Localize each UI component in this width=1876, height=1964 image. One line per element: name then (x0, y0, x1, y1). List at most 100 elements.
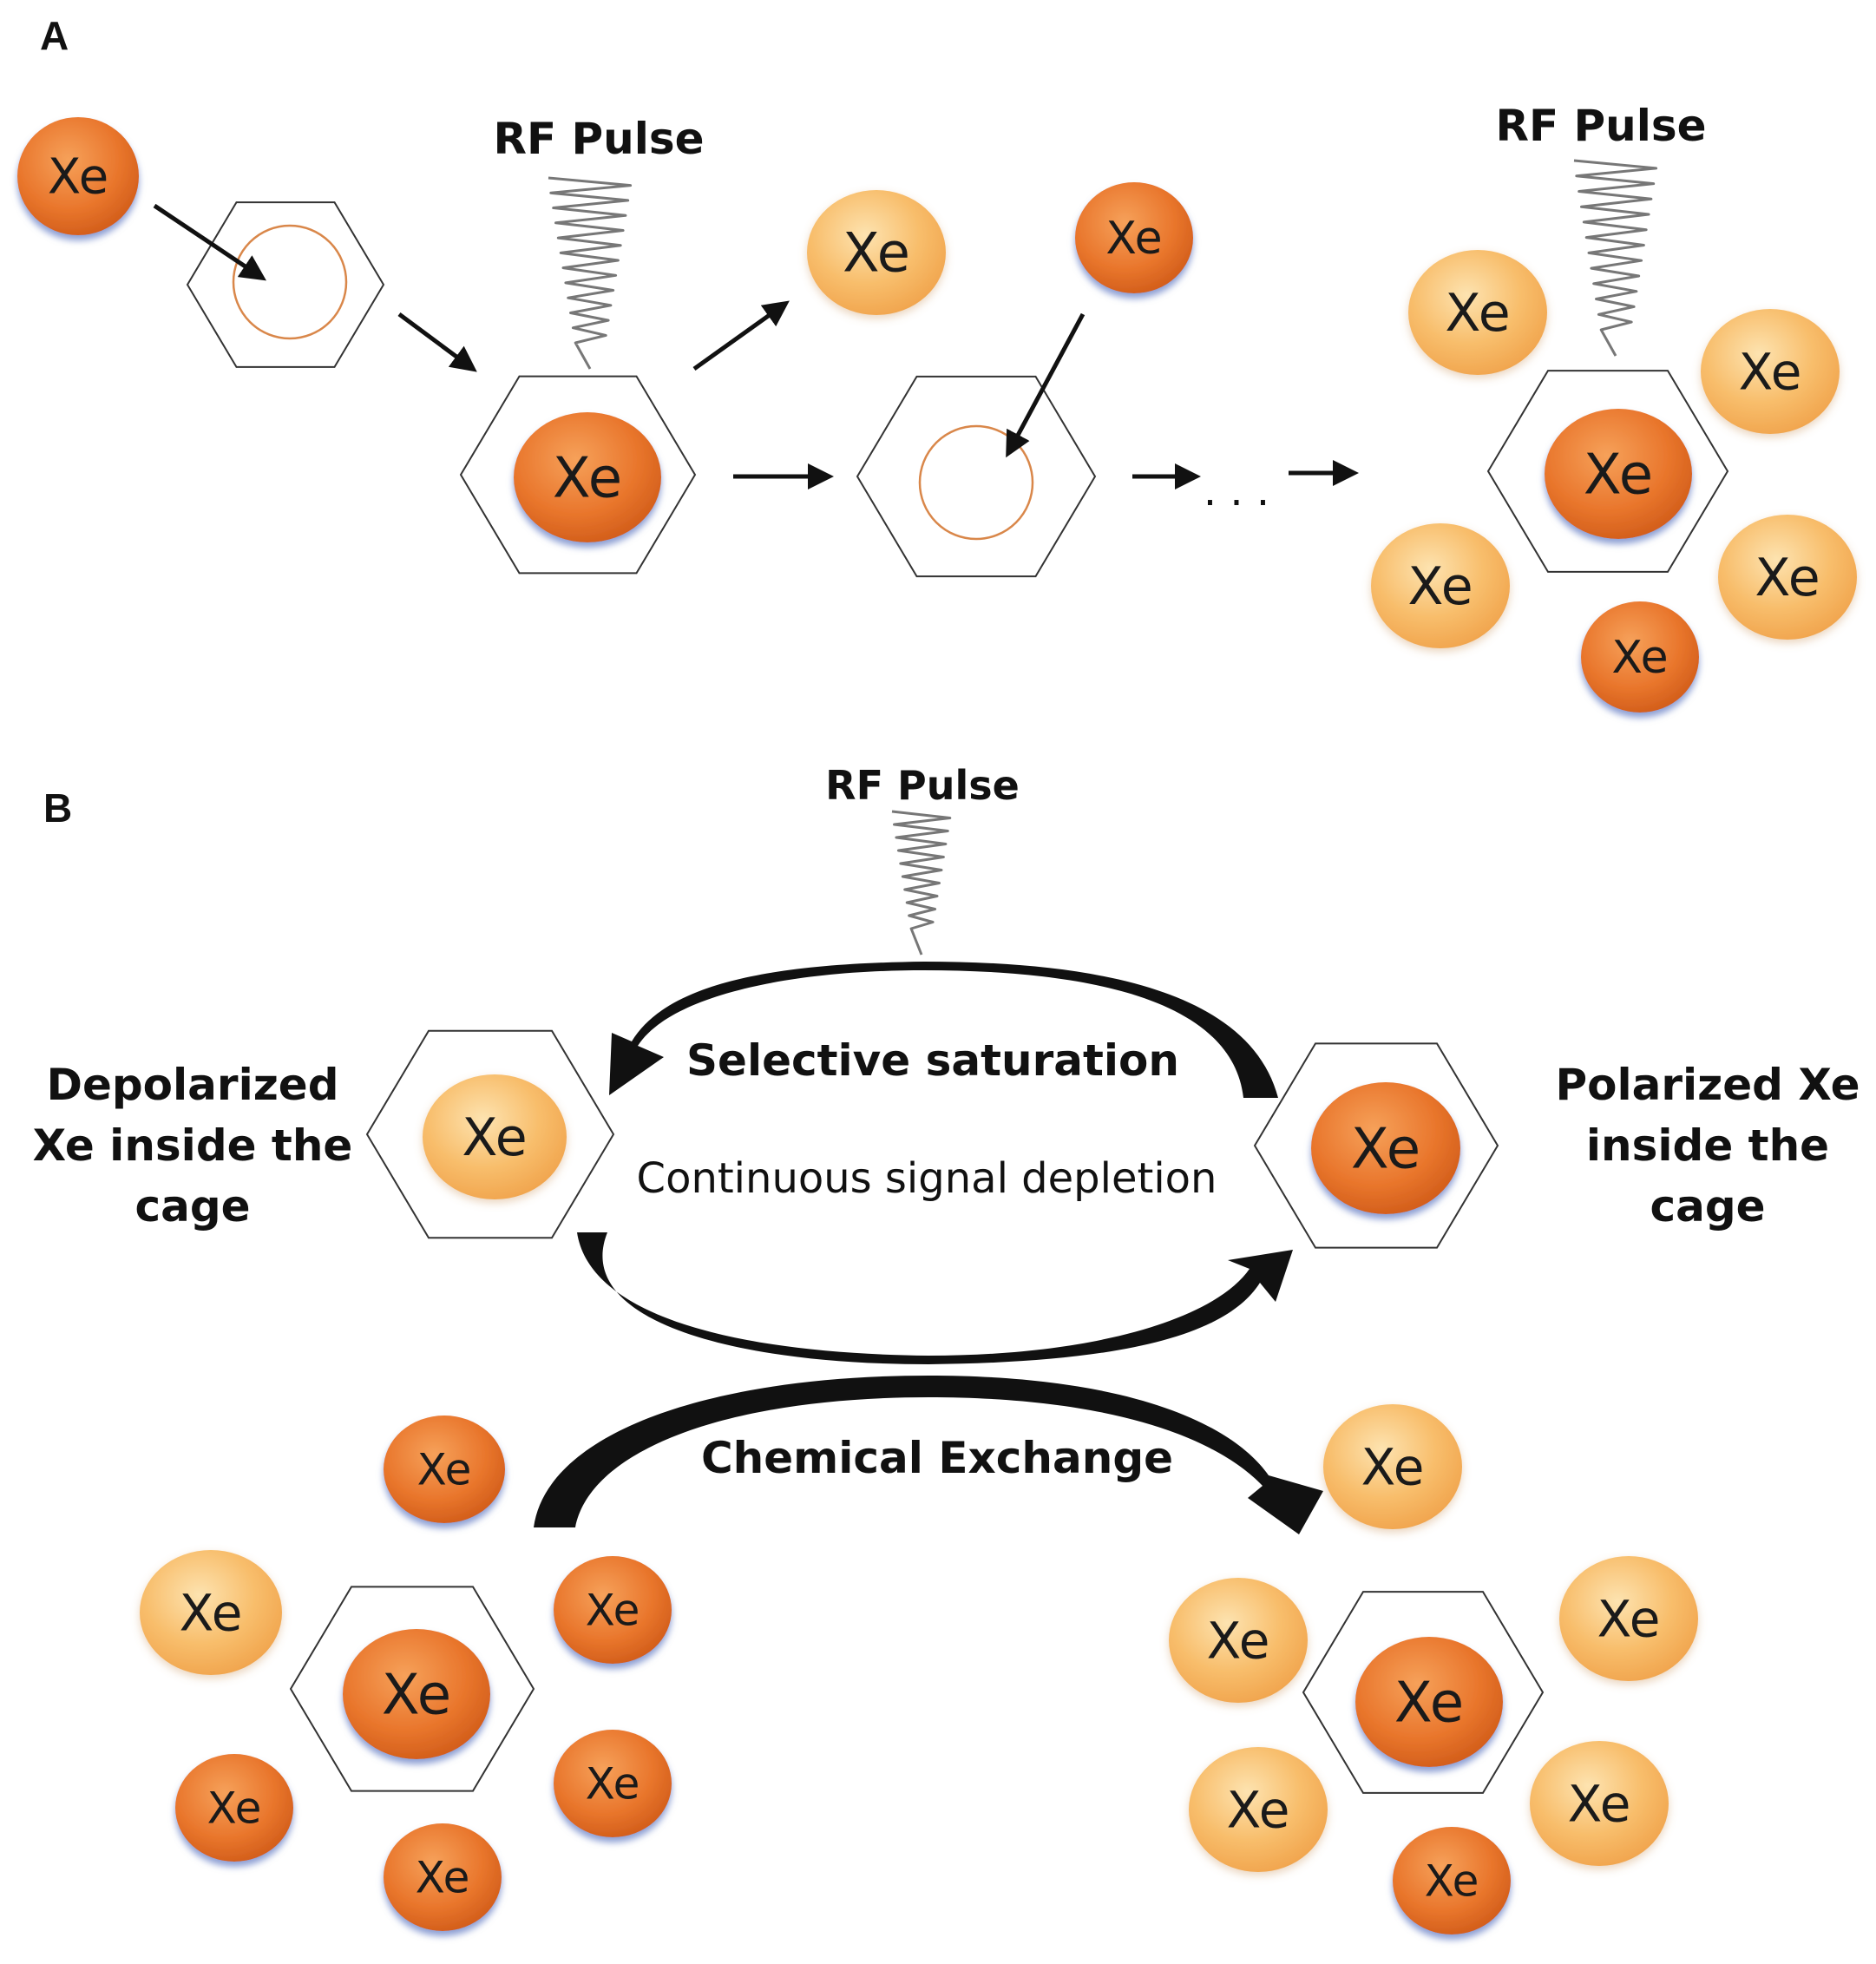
polarized-xe-atom (175, 1754, 293, 1862)
polarized-xe-atom (1311, 1082, 1460, 1214)
xe-atom: Xe (554, 1556, 672, 1664)
depolarized-xe-atom (423, 1074, 567, 1199)
xe-atom: Xe (1530, 1741, 1669, 1866)
cage-hexagon (289, 1586, 535, 1792)
polarized-xe-label: Polarized Xe inside the cage (1555, 1060, 1860, 1232)
xe-atom-label: Xe (1361, 1437, 1425, 1496)
xe-atom: Xe (1169, 1578, 1308, 1703)
xe-atom: Xe (1371, 523, 1510, 648)
xe-atom-label: Xe (48, 149, 108, 206)
xe-atom: Xe (1408, 250, 1547, 375)
xe-atom: Xe (1393, 1827, 1511, 1934)
polarized-xe-atom (1355, 1637, 1503, 1767)
xe-atom: Xe (1355, 1637, 1503, 1767)
xe-atom: Xe (1545, 409, 1692, 539)
empty-cage-ring (232, 224, 348, 340)
xe-atom: Xe (140, 1550, 282, 1675)
xe-atom: Xe (1701, 309, 1840, 434)
xe-atom-label: Xe (1351, 1117, 1420, 1181)
xe-atom-label: Xe (1105, 213, 1162, 265)
xe-atom-label: Xe (417, 1445, 472, 1495)
xe-atom-label: Xe (1584, 443, 1653, 507)
xe-atom: Xe (1581, 601, 1699, 713)
polarized-xe-atom (1581, 601, 1699, 713)
rf-pulse-label-a1: RF Pulse (493, 114, 705, 164)
polarized-xe-atom (554, 1556, 672, 1664)
xe-atom-label: Xe (1597, 1589, 1661, 1648)
cage-hexagon (1253, 1042, 1499, 1249)
polarized-xe-atom (17, 117, 139, 235)
xe-atom: Xe (807, 190, 946, 315)
xe-atom: Xe (1559, 1556, 1698, 1681)
xe-atom-label: Xe (1445, 283, 1510, 344)
xe-atom: Xe (1323, 1404, 1462, 1529)
depolarized-xe-atom (1371, 523, 1510, 648)
xe-atom: Xe (1311, 1082, 1460, 1214)
rf-pulse-label-b: RF Pulse (825, 762, 1020, 809)
xe-atom-label: Xe (1207, 1611, 1270, 1670)
cage-hexagon (186, 201, 385, 368)
xe-atom-label: Xe (1407, 556, 1473, 617)
rf-pulse-coil (1573, 159, 1658, 357)
depolarized-xe-label: Depolarized Xe inside the cage (32, 1060, 353, 1232)
xe-atom: Xe (1718, 515, 1857, 640)
arrow (692, 300, 790, 371)
signal-depletion-arrow (577, 1232, 1293, 1364)
xe-atom: Xe (1189, 1747, 1328, 1872)
xe-atom: Xe (175, 1754, 293, 1862)
selective-saturation-label: Selective saturation (686, 1035, 1179, 1086)
rf-pulse-coil (548, 176, 633, 370)
xe-atom-label: Xe (843, 221, 910, 285)
xe-atom-label: Xe (416, 1853, 470, 1903)
depolarized-xe-atom (1701, 309, 1840, 434)
panel-label-b: B (43, 785, 73, 831)
xe-atom-label: Xe (382, 1663, 451, 1727)
xe-atom-label: Xe (586, 1586, 640, 1636)
cage-hexagon (1486, 370, 1729, 573)
empty-cage-ring (918, 424, 1034, 541)
depolarized-xe-atom (1189, 1747, 1328, 1872)
xe-atom: Xe (343, 1629, 490, 1759)
xe-atom-label: Xe (1755, 548, 1820, 608)
cage-hexagon (365, 1029, 615, 1239)
arrow (397, 312, 477, 372)
xe-atom: Xe (384, 1416, 505, 1523)
xe-atom: Xe (17, 117, 139, 235)
xe-atom-label: Xe (1425, 1856, 1479, 1907)
polarized-xe-atom (384, 1416, 505, 1523)
depolarized-xe-atom (1408, 250, 1547, 375)
depolarized-xe-atom (1323, 1404, 1462, 1529)
xe-atom-label: Xe (1394, 1671, 1464, 1735)
arrows-layer (153, 203, 1359, 489)
xe-atom-label: Xe (1739, 342, 1802, 401)
xe-atom: Xe (423, 1074, 567, 1199)
xe-atom-label: Xe (180, 1583, 243, 1642)
xe-atom: Xe (514, 412, 661, 542)
polarized-xe-atom (514, 412, 661, 542)
polarized-xe-atom (554, 1730, 672, 1837)
rf-pulse-coil (891, 810, 952, 956)
depolarized-xe-atom (1169, 1578, 1308, 1703)
chemical-exchange-label: Chemical Exchange (700, 1433, 1174, 1483)
polarized-xe-atom (1075, 182, 1193, 293)
polarized-xe-atom (343, 1629, 490, 1759)
cage-hexagon (1302, 1591, 1545, 1794)
polarized-xe-atom (1393, 1827, 1511, 1934)
panel-label-a: A (40, 13, 69, 58)
xe-atom-label: Xe (207, 1783, 262, 1834)
polarized-xe-atom (1545, 409, 1692, 539)
arrow (153, 203, 266, 281)
ellipsis: · · · (1203, 479, 1270, 528)
depolarized-xe-atom (140, 1550, 282, 1675)
xe-atom: Xe (1075, 182, 1193, 293)
xe-atom-label: Xe (553, 446, 622, 510)
cage-hexagon (459, 375, 697, 575)
xe-atom-label: Xe (1227, 1780, 1290, 1839)
rf-pulse-label-a2: RF Pulse (1495, 101, 1707, 151)
depolarized-xe-atom (1559, 1556, 1698, 1681)
xe-atom-label: Xe (462, 1107, 527, 1168)
cages-layer (186, 201, 1729, 1794)
